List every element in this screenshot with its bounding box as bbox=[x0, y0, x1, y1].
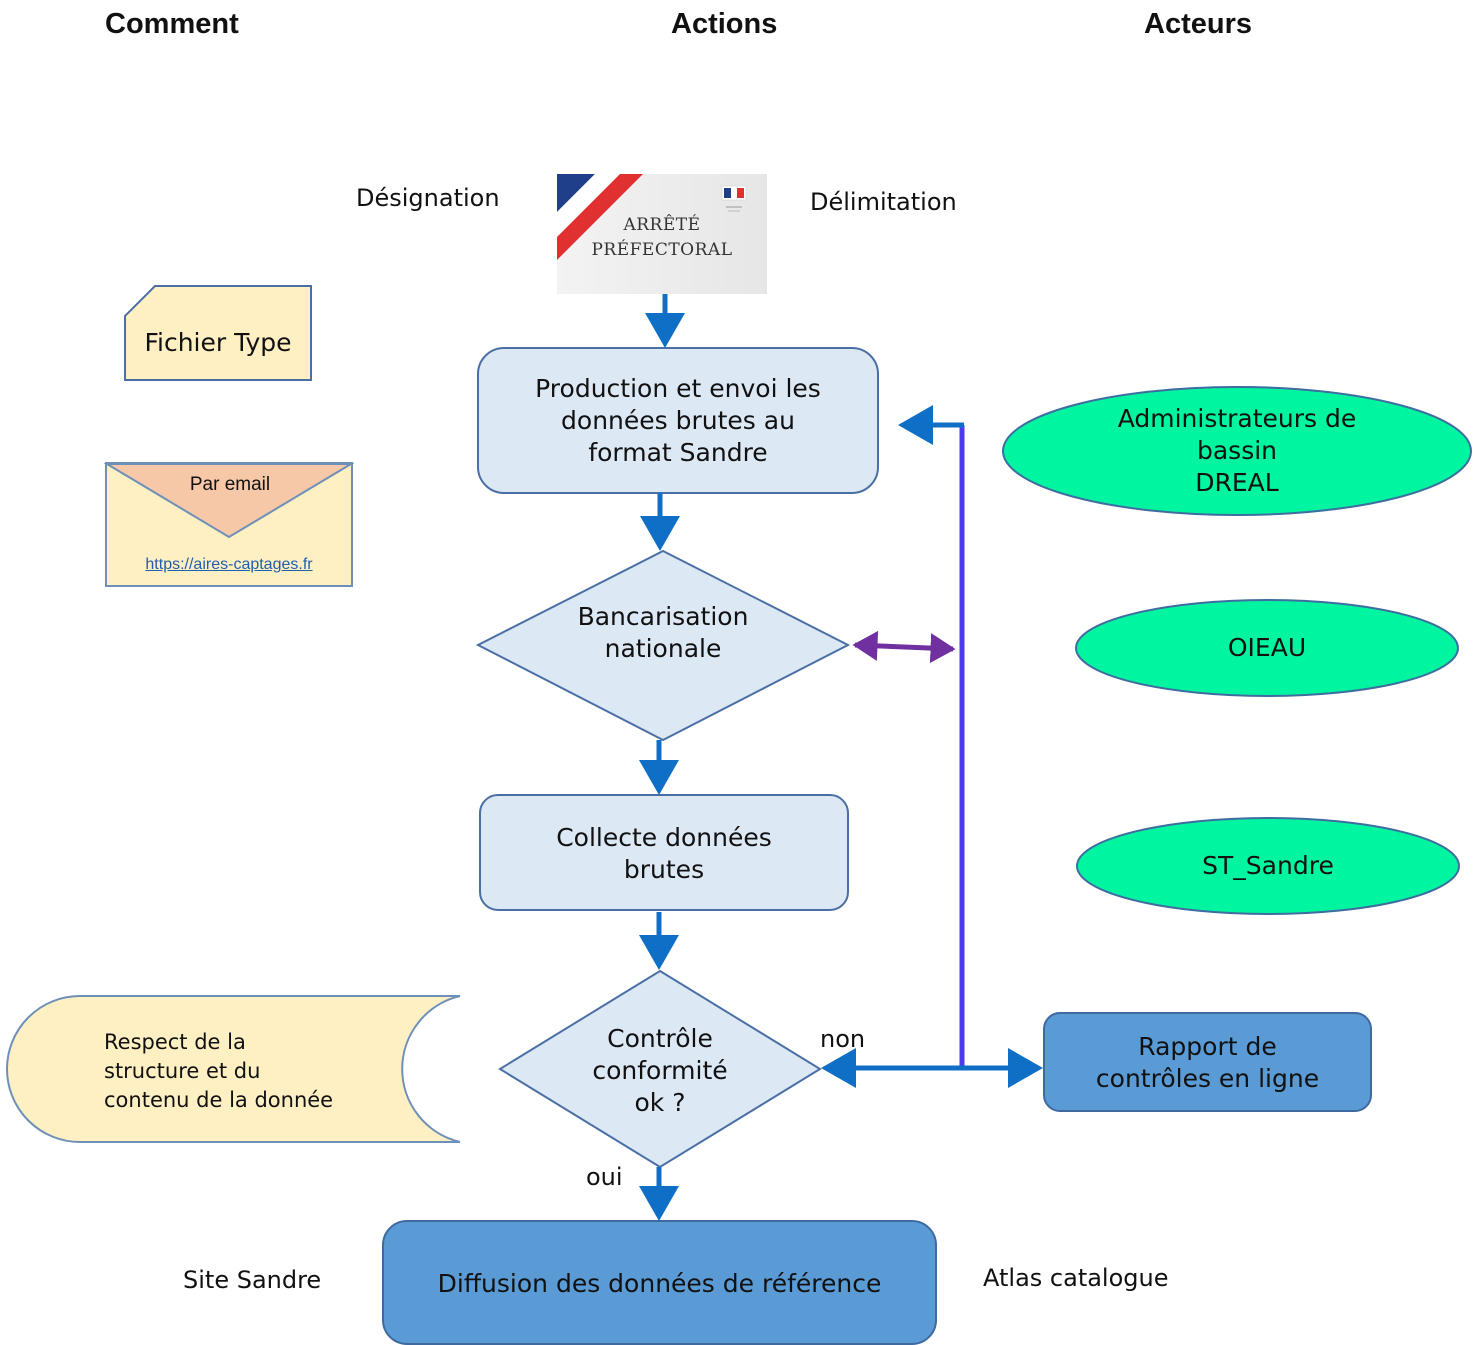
production-line-1: Production et envoi les bbox=[535, 374, 821, 403]
admin-text: Administrateurs de bassin DREAL bbox=[1037, 403, 1437, 499]
arrete-image-line1: ARRÊTÉ bbox=[623, 215, 701, 235]
bancarisation-text: Bancarisation nationale bbox=[563, 601, 763, 665]
email-link[interactable]: https://aires-captages.fr bbox=[145, 556, 313, 573]
production-line-2: données brutes au bbox=[561, 406, 795, 435]
arrete-prefectoral-image bbox=[557, 174, 767, 294]
rapport-text: Rapport de contrôles en ligne bbox=[1044, 1031, 1371, 1095]
designation-label: Désignation bbox=[356, 184, 500, 212]
delimitation-label: Délimitation bbox=[810, 188, 957, 216]
collecte-line-1: Collecte données bbox=[556, 823, 772, 852]
oieau-ellipse bbox=[1075, 599, 1459, 697]
oui-label: oui bbox=[586, 1163, 623, 1191]
admin-line-2: bassin bbox=[1196, 436, 1278, 465]
collecte-text: Collecte données brutes bbox=[480, 822, 848, 886]
atlas-catalogue-label: Atlas catalogue bbox=[983, 1264, 1169, 1292]
controle-line-3: ok ? bbox=[634, 1088, 686, 1117]
production-text: Production et envoi les données brutes a… bbox=[478, 373, 878, 469]
arrow-bancarisation-bidirectional bbox=[852, 630, 956, 664]
bancarisation-diamond bbox=[475, 549, 851, 742]
arrete-image-line2: PRÉFECTORAL bbox=[591, 240, 733, 260]
fichier-type-card bbox=[124, 285, 312, 381]
email-label: Par email bbox=[189, 474, 271, 495]
respect-line-1: Respect de la bbox=[104, 1030, 246, 1054]
collecte-line-2: brutes bbox=[623, 855, 705, 884]
oieau-text: OIEAU bbox=[1227, 633, 1307, 662]
bancarisation-line-2: nationale bbox=[604, 634, 722, 663]
bancarisation-line-1: Bancarisation bbox=[577, 602, 749, 631]
respect-note-shape bbox=[6, 995, 461, 1143]
diffusion-text: Diffusion des données de référence bbox=[437, 1269, 882, 1298]
non-label: non bbox=[820, 1025, 866, 1053]
controle-text: Contrôle conformité ok ? bbox=[560, 1023, 760, 1119]
production-box bbox=[477, 347, 879, 494]
admin-line-1: Administrateurs de bbox=[1117, 404, 1357, 433]
email-envelope-icon bbox=[103, 462, 355, 587]
collecte-box bbox=[479, 794, 849, 911]
header-comment: Comment bbox=[105, 8, 239, 40]
rapport-line-2: contrôles en ligne bbox=[1095, 1064, 1320, 1093]
respect-line-3: contenu de la donnée bbox=[104, 1088, 334, 1112]
header-actions: Actions bbox=[671, 8, 778, 40]
controle-line-1: Contrôle bbox=[607, 1024, 713, 1053]
controle-line-2: conformité bbox=[592, 1056, 728, 1085]
respect-text: Respect de la structure et du contenu de… bbox=[104, 1028, 333, 1115]
st-sandre-text: ST_Sandre bbox=[1202, 851, 1334, 880]
rapport-line-1: Rapport de bbox=[1138, 1032, 1277, 1061]
admin-ellipse bbox=[1002, 386, 1472, 516]
st-sandre-ellipse bbox=[1076, 817, 1460, 915]
production-line-3: format Sandre bbox=[588, 438, 768, 467]
respect-line-2: structure et du bbox=[104, 1059, 261, 1083]
fichier-type-label: Fichier Type bbox=[144, 328, 292, 357]
admin-line-3: DREAL bbox=[1195, 468, 1279, 497]
rapport-box bbox=[1043, 1012, 1372, 1112]
diffusion-box bbox=[382, 1220, 937, 1345]
site-sandre-label: Site Sandre bbox=[183, 1266, 322, 1294]
header-acteurs: Acteurs bbox=[1144, 8, 1252, 40]
